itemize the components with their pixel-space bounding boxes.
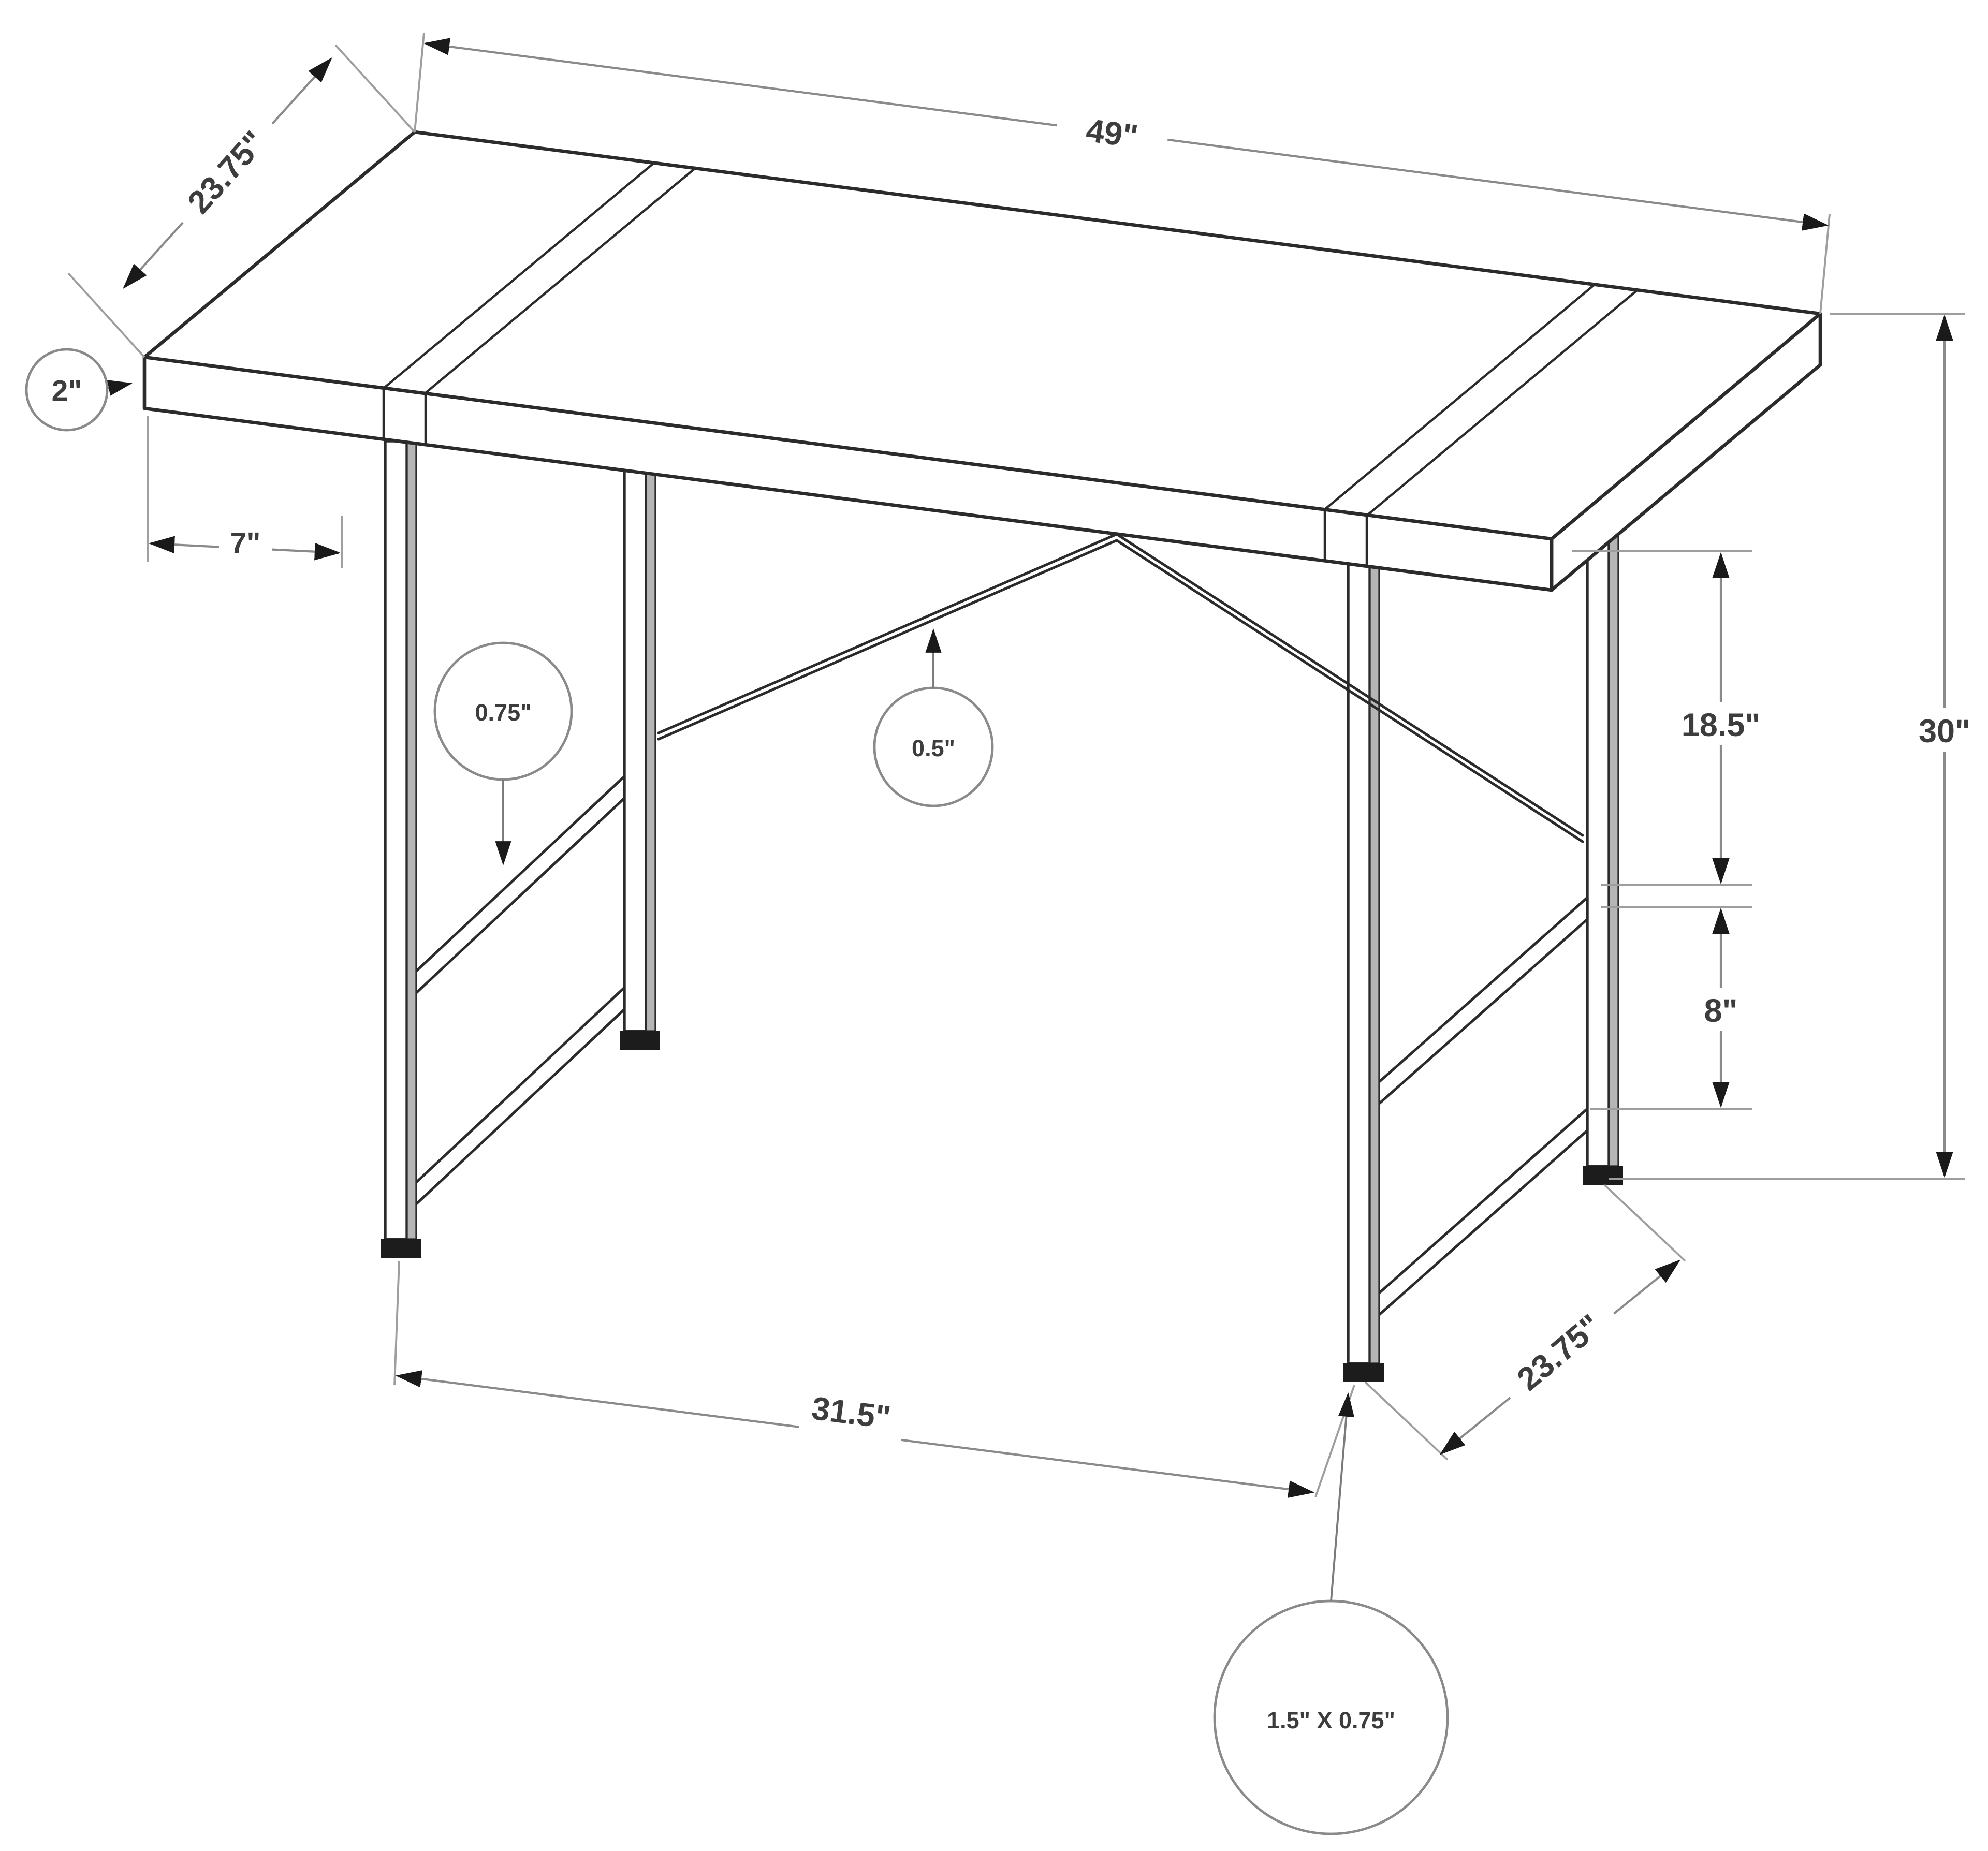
- brace-thickness-label: 0.5": [912, 735, 955, 761]
- right-front-leg: [1347, 548, 1371, 1365]
- middle-to-lower-bar-label: 8": [1704, 993, 1738, 1029]
- left-brace-rod-bottom-edge: [657, 539, 1118, 741]
- callout-top-thickness: 2": [25, 348, 133, 432]
- top-depth-label: 23.75": [181, 124, 273, 221]
- right-front-leg-side-face: [1369, 549, 1380, 1364]
- desktop-slab: [142, 130, 1822, 592]
- left-middle-crossbar: [405, 775, 626, 1003]
- top-thickness-label: 2": [52, 374, 82, 407]
- leg-profile-label: 1.5" X 0.75": [1267, 1707, 1395, 1734]
- left-front-leg: [384, 439, 408, 1241]
- callout-crossbar-thickness: 0.75": [433, 641, 573, 865]
- left-back-foot: [620, 1031, 660, 1050]
- dim-middle-to-lower-bar: 8": [1590, 906, 1752, 1110]
- right-middle-crossbar: [1368, 896, 1589, 1113]
- right-brace-rod-top-edge: [1115, 533, 1584, 837]
- left-brace-rod-top-edge: [657, 533, 1118, 734]
- side-overhang-label: 7": [230, 526, 261, 560]
- dim-base-depth: 23.75": [1364, 1184, 1686, 1461]
- x-brace-rods: [657, 533, 1584, 843]
- callout-brace-thickness: 0.5": [873, 628, 994, 807]
- overall-height-label: 30": [1919, 713, 1970, 750]
- right-leg-frame: [1343, 337, 1623, 1382]
- dim-top-to-middle-bar: 18.5": [1572, 550, 1766, 886]
- callout-leg-profile: 1.5" X 0.75": [1213, 1392, 1449, 1835]
- right-frame-top-strap: [1323, 283, 1639, 568]
- top-to-middle-bar-label: 18.5": [1682, 707, 1761, 743]
- right-back-foot: [1583, 1166, 1623, 1185]
- left-lower-crossbar: [405, 986, 626, 1214]
- right-front-foot: [1343, 1363, 1384, 1382]
- base-depth-label: 23.75": [1511, 1308, 1609, 1398]
- dim-side-overhang: 7": [147, 416, 343, 568]
- left-front-foot: [381, 1239, 421, 1258]
- right-brace-rod-bottom-edge: [1115, 539, 1584, 843]
- dim-overall-height: 30": [1609, 313, 1985, 1180]
- top-width-label: 49": [1084, 112, 1140, 155]
- left-front-leg-side-face: [406, 440, 417, 1240]
- dim-top-width: 49": [414, 32, 1831, 314]
- crossbar-thickness-label: 0.75": [475, 699, 532, 726]
- dim-leg-stance: 31.5": [393, 1260, 1355, 1498]
- right-lower-crossbar: [1368, 1107, 1589, 1325]
